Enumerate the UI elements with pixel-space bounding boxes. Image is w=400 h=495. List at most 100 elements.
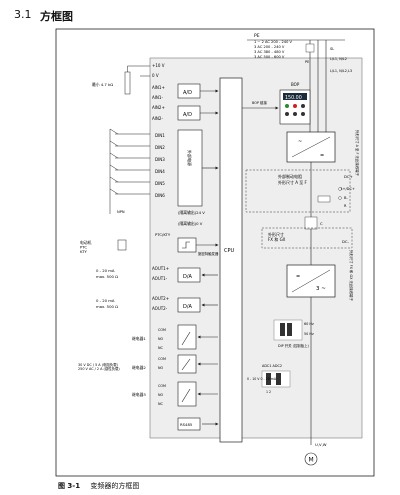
adc-label: ADC1 ADC2	[262, 364, 282, 368]
ohm-2: max. 500 Ω	[96, 304, 118, 309]
b-minus: B-	[344, 196, 348, 200]
term-l3: L/L1, N/L2,L3	[330, 69, 352, 73]
relay-2	[177, 354, 197, 374]
term-sl: SL	[330, 47, 334, 51]
relay-1-label: 继电器1	[132, 336, 146, 341]
out-0v: (隔离输出)0 V	[178, 221, 203, 226]
term-c: C	[320, 221, 323, 226]
side-label-lower: 外形尺寸 FX 和 GX 无此接线端子	[349, 250, 354, 301]
ma-1: 0 - 20 mA	[96, 268, 115, 273]
ma-2: 0 - 20 mA	[96, 298, 115, 303]
ptc-label: PTC/KTY	[155, 232, 171, 237]
term-pe: PE	[305, 60, 310, 64]
term-l: L/L1, N/L2	[330, 57, 347, 61]
trigger-label: 施密特触发器	[198, 251, 219, 256]
motor-terminals: U,V,W	[315, 442, 327, 447]
relay3-com: COM	[158, 384, 166, 388]
ohm-1: max. 500 Ω	[96, 274, 118, 279]
brake-fs: 外形尺寸 A 至 F	[278, 179, 308, 185]
svg-text:=: =	[320, 153, 324, 159]
aout1n: AOUT1-	[152, 276, 168, 281]
npn-label: NPN	[117, 210, 125, 214]
relay-3-label: 继电器3	[132, 392, 146, 397]
supply-4: 3 AC 500 - 600 V	[254, 55, 285, 59]
din1: DIN1	[155, 133, 165, 138]
label-line: 250 V AC / 2 A (感性负载)	[78, 366, 120, 371]
dc-minus: DC-	[342, 239, 350, 244]
relay1-nc: NC	[158, 346, 164, 350]
din-isolation-box	[177, 129, 203, 207]
figure-caption: 图 3-1 变频器的方框图	[58, 481, 139, 491]
supply-3: 3 AC 380 - 480 V	[254, 50, 285, 54]
supply-fuse	[305, 43, 315, 53]
term-r: R	[344, 204, 347, 208]
dip-12: 1 2	[266, 390, 271, 394]
pot-label: 最小 4.7 kΩ	[92, 82, 113, 87]
side-label-upper: 外形尺寸 A 至 F 无此接线端子	[355, 130, 360, 176]
label-0v: 0 V	[152, 73, 159, 78]
relay3-no: NO	[158, 393, 164, 397]
relay2-no: NO	[158, 366, 164, 370]
brake-label: 外部制动电阻	[278, 173, 302, 179]
brake-area	[245, 169, 351, 213]
din2: DIN2	[155, 145, 165, 150]
dip-60: 60 Hz	[304, 322, 314, 326]
potentiometer	[124, 71, 131, 95]
relay2-com: COM	[158, 357, 166, 361]
rs485-block	[177, 417, 201, 431]
ain1p: AIN1+	[152, 85, 165, 90]
inverter-body	[149, 57, 363, 439]
ptc-sensor	[117, 239, 127, 251]
din6: DIN6	[155, 193, 165, 198]
capacitor	[304, 216, 318, 230]
aout1p: AOUT1+	[152, 266, 169, 271]
figure-caption-text: 变频器的方框图	[90, 482, 140, 490]
din-box-label: 外部电源	[187, 150, 193, 166]
section-number: 3.1	[14, 8, 32, 21]
label-line: FX 和 GX	[268, 236, 286, 242]
ain2p: AIN2+	[152, 105, 165, 110]
out-24v: (隔离输出)24 V	[178, 210, 205, 215]
dip-range: 0 - 10 V 0 - 20 mA	[247, 377, 277, 381]
relay1-no: NO	[158, 337, 164, 341]
relay-2-label: 继电器2	[132, 365, 146, 370]
svg-text:M: M	[309, 457, 314, 464]
bridge-label: 3 ~	[316, 286, 326, 292]
svg-text:A/D: A/D	[183, 90, 192, 96]
ain2n: AIN2-	[152, 116, 163, 121]
supply-2: 3 AC 200 - 240 V	[254, 45, 285, 49]
motor-symbol	[304, 452, 318, 466]
cpu-label: CPU	[224, 248, 235, 254]
label-line: PTC	[80, 245, 87, 250]
brake-fx-area	[261, 227, 353, 249]
bop-label: BOP	[291, 82, 300, 87]
dc-plus: DC+	[344, 174, 353, 179]
cpu-block	[219, 77, 243, 443]
rs485-label: RS485	[180, 422, 193, 427]
dip-50: 50 Hz	[304, 332, 314, 336]
bop-display: 150.00	[285, 95, 302, 101]
label-10v: +10 V	[152, 63, 165, 68]
label-line: KTY	[80, 249, 88, 254]
svg-text:D/A: D/A	[183, 304, 193, 310]
svg-text:A/D: A/D	[183, 112, 192, 118]
b-plus: B+/DC+	[340, 187, 355, 191]
figure-number: 图 3-1	[58, 482, 81, 490]
section-title: 方框图	[40, 10, 73, 23]
brake-resistor	[317, 195, 331, 203]
da-converter-2	[177, 297, 201, 313]
dip-label: DIP 开关 (控制板上)	[278, 343, 309, 348]
relay1-com: COM	[158, 328, 166, 332]
din5: DIN5	[155, 181, 165, 186]
din4: DIN4	[155, 169, 165, 174]
relay3-nc: NC	[158, 402, 164, 406]
aout2n: AOUT2-	[152, 306, 168, 311]
relay-rating: 30 V DC / 5 A (电阻负载)250 V AC / 2 A (感性负载…	[78, 362, 120, 371]
da-converter-1	[177, 267, 201, 283]
svg-text:~: ~	[298, 139, 302, 145]
svg-text:=: =	[296, 274, 300, 280]
svg-text:D/A: D/A	[183, 274, 193, 280]
